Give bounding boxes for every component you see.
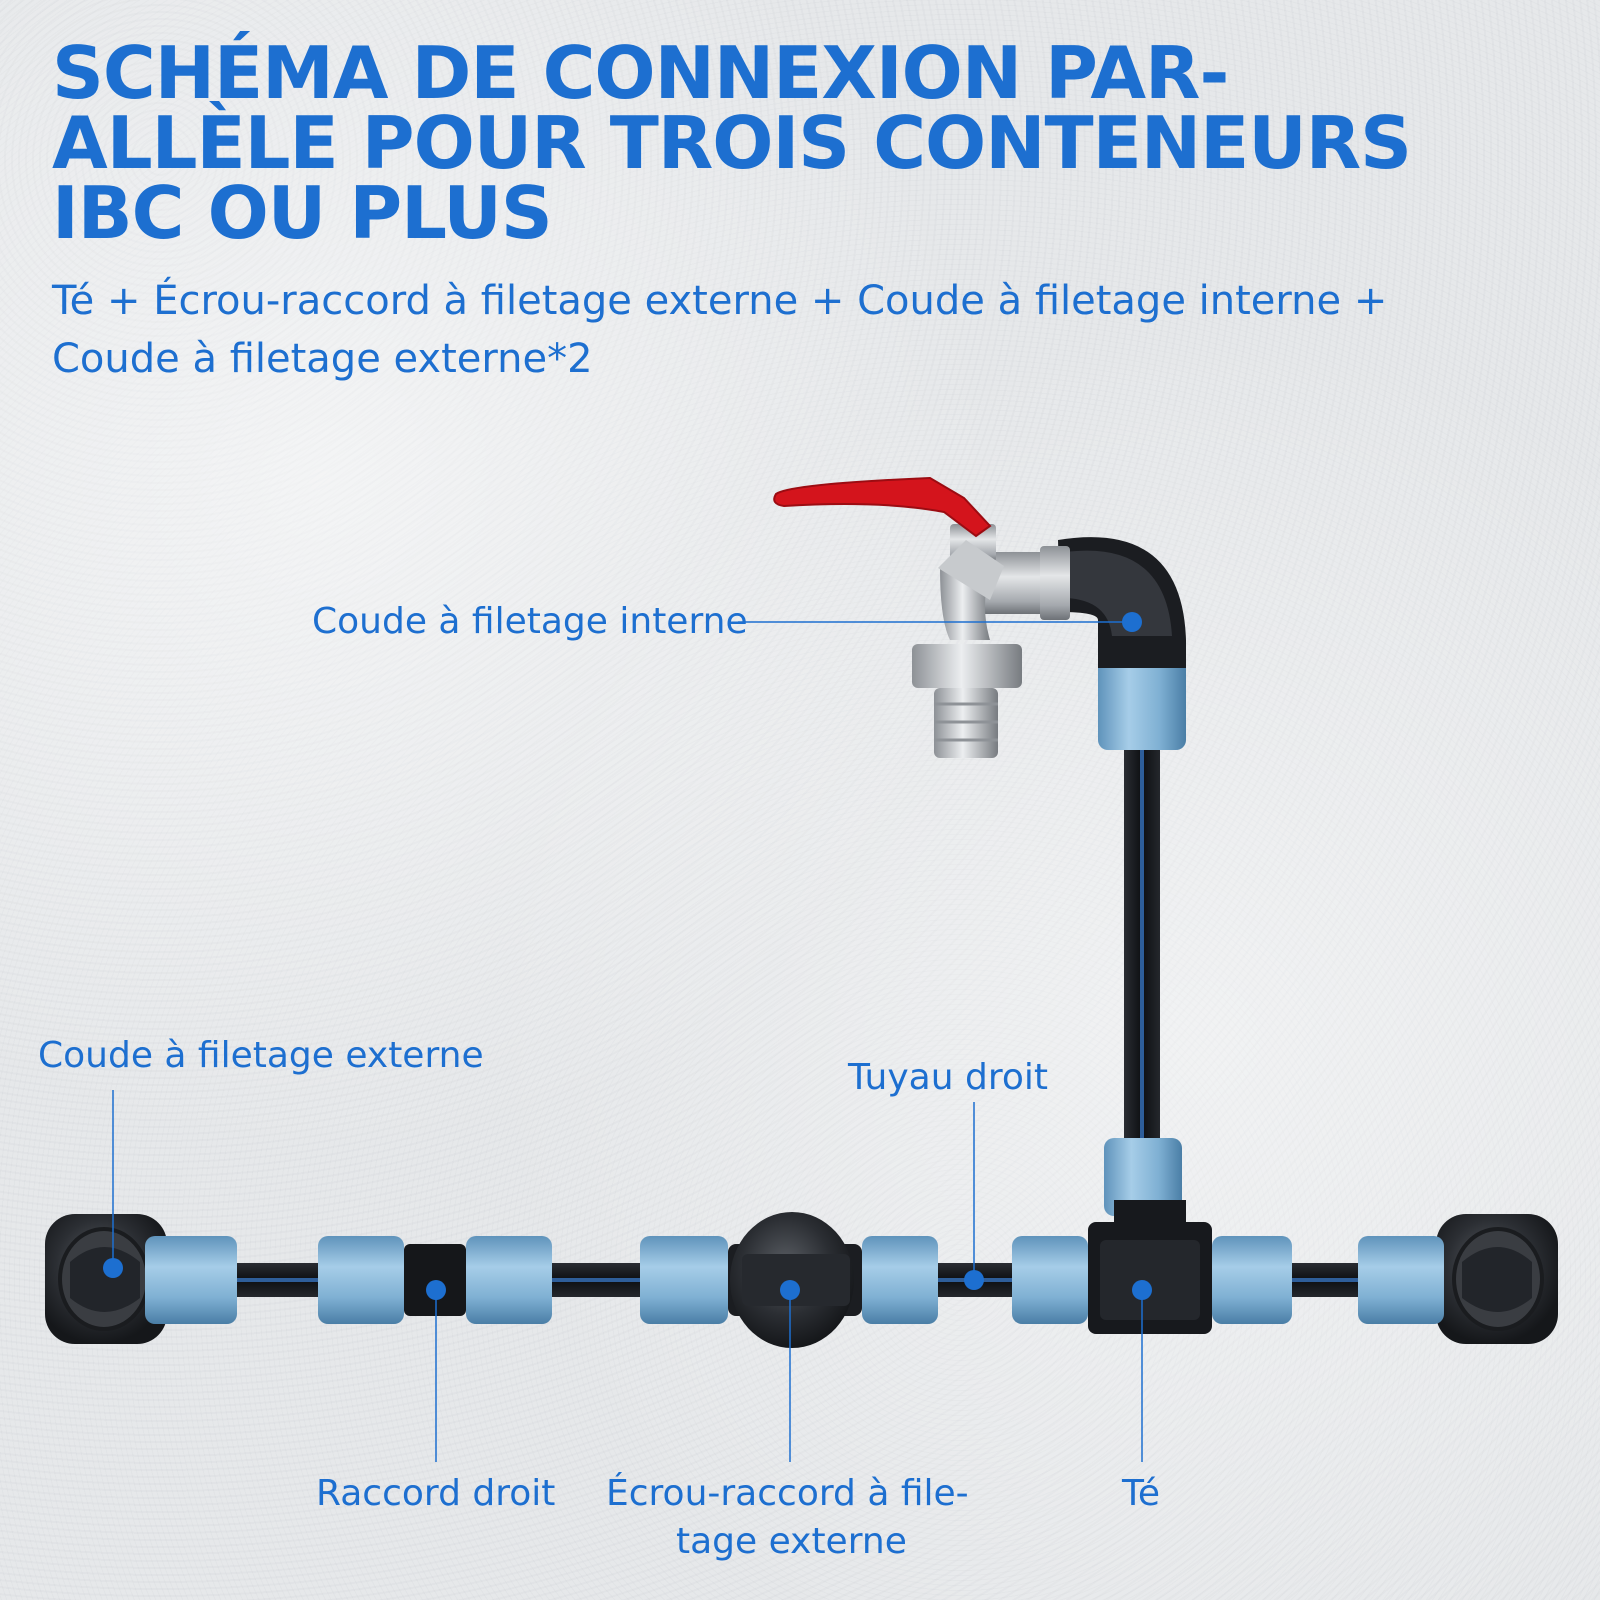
nut-6: [1012, 1236, 1088, 1324]
title-line-3: IBC OU PLUS: [52, 171, 553, 255]
blue-compression-fittings: [145, 658, 1444, 1324]
nut-3: [466, 1236, 552, 1324]
title-line-1: SCHÉMA DE CONNEXION PAR-: [52, 31, 1229, 115]
annotation-leaders: [112, 621, 1143, 1462]
vertical-pipe-stripe: [1140, 700, 1144, 1160]
marker-raccord-droit: [426, 1280, 446, 1300]
ball-valve-tap: [912, 524, 1070, 758]
label-ecrou-raccord-line-2: tage externe: [676, 1521, 907, 1562]
tee-fitting: [1088, 1200, 1212, 1334]
nut-5: [862, 1236, 938, 1324]
right-elbow-external-thread: [1436, 1214, 1558, 1344]
subtitle-line-1: Té + Écrou-raccord à filetage externe + …: [52, 278, 1388, 324]
label-ecrou-raccord-line-1: Écrou-raccord à file-: [606, 1473, 969, 1514]
tap-outlet-nut: [912, 644, 1022, 688]
marker-tuyau-droit: [964, 1270, 984, 1290]
nut-7: [1212, 1236, 1292, 1324]
label-coude-filetage-externe: Coude à filetage externe: [38, 1035, 484, 1076]
nut-1: [145, 1236, 237, 1324]
nut-4: [640, 1236, 728, 1324]
nut-vertical-bottom: [1104, 1138, 1182, 1216]
subtitle-line-2: Coude à filetage externe*2: [52, 336, 593, 382]
nut-2: [318, 1236, 404, 1324]
marker-coude-externe: [103, 1258, 123, 1278]
label-tuyau-droit: Tuyau droit: [848, 1057, 1048, 1098]
marker-ecrou-raccord: [780, 1280, 800, 1300]
red-valve-handle: [773, 476, 992, 538]
straight-coupling-body: [404, 1244, 466, 1316]
nut-8: [1358, 1236, 1444, 1324]
page-subtitle: Té + Écrou-raccord à filetage externe + …: [52, 272, 1532, 388]
left-elbow-external-thread: [45, 1214, 167, 1344]
label-te: Té: [1122, 1473, 1161, 1514]
label-raccord-droit: Raccord droit: [316, 1473, 556, 1514]
internal-thread-elbow: [1058, 537, 1186, 668]
nut-vertical-top: [1098, 658, 1186, 750]
annotation-markers: [103, 612, 1152, 1300]
label-coude-filetage-interne: Coude à filetage interne: [312, 601, 748, 642]
page-title: SCHÉMA DE CONNEXION PAR- ALLÈLE POUR TRO…: [52, 31, 1552, 255]
title-line-2: ALLÈLE POUR TROIS CONTENEURS: [52, 101, 1412, 185]
marker-coude-interne: [1122, 612, 1142, 632]
marker-te: [1132, 1280, 1152, 1300]
union-nut-external-thread: [728, 1212, 862, 1348]
